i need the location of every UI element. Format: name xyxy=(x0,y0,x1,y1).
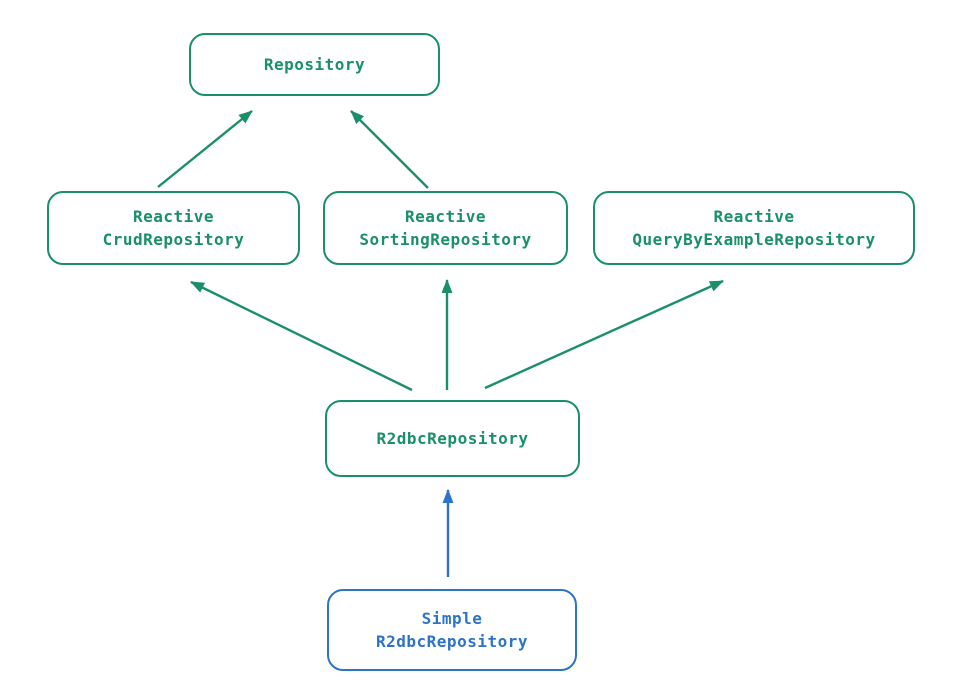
edge-crud-to-repository xyxy=(157,110,253,188)
node-label-line2: QueryByExampleRepository xyxy=(632,230,876,249)
node-simple-r2dbc-repository: Simple R2dbcRepository xyxy=(327,589,577,671)
node-reactive-sorting-repository: Reactive SortingRepository xyxy=(323,191,568,265)
node-label-line2: CrudRepository xyxy=(102,230,245,249)
edge-sorting-to-repository xyxy=(350,110,429,189)
node-repository: Repository xyxy=(189,33,440,96)
edge-r2dbc-to-qbe xyxy=(484,279,724,390)
node-label: Repository xyxy=(263,55,366,74)
node-reactive-query-by-example-repository: Reactive QueryByExampleRepository xyxy=(593,191,915,265)
node-label-line1: Reactive xyxy=(132,207,215,226)
node-label-line1: Simple xyxy=(421,609,483,628)
node-label: R2dbcRepository xyxy=(376,429,529,448)
node-label-line2: R2dbcRepository xyxy=(376,632,528,651)
node-r2dbc-repository: R2dbcRepository xyxy=(325,400,580,477)
node-label-line1: Reactive xyxy=(404,207,487,226)
node-label-line2: SortingRepository xyxy=(359,230,532,249)
node-reactive-crud-repository: Reactive CrudRepository xyxy=(47,191,300,265)
node-label-line1: Reactive xyxy=(713,207,795,226)
edge-r2dbc-to-crud xyxy=(190,280,413,392)
